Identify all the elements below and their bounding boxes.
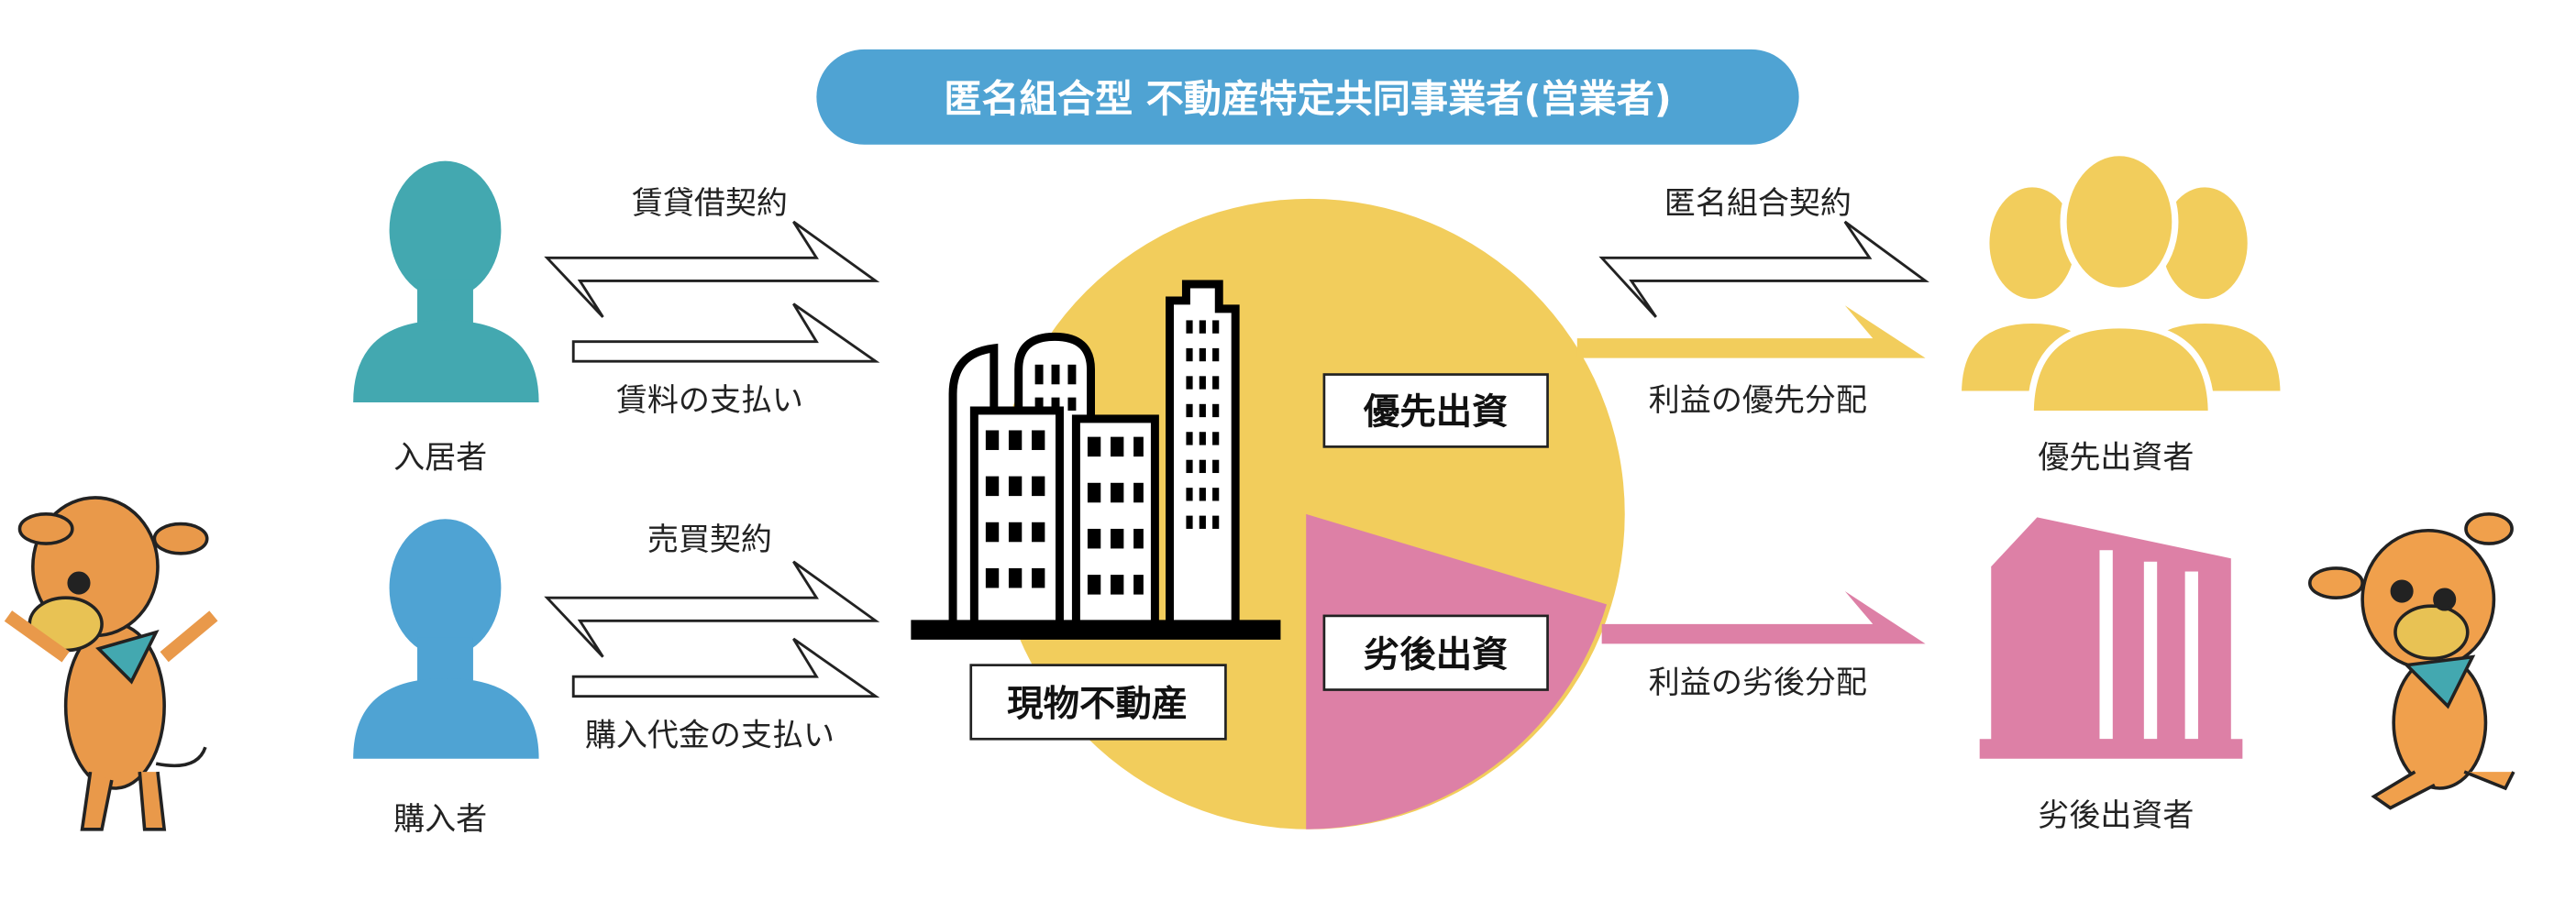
rent-payment-arrow (571, 302, 880, 363)
senior-investor-label: 優先出資者 (2038, 440, 2194, 477)
junior-investor-label: 劣後出資者 (2038, 797, 2194, 834)
junior-distribution-arrow (1601, 591, 1926, 644)
tenant-label: 入居者 (393, 440, 487, 477)
lease-contract-label: 賃貸借契約 (632, 185, 788, 222)
sale-contract-arrows (544, 560, 880, 658)
property-box: 現物不動産 (969, 664, 1227, 741)
senior-distribution-arrow (1576, 305, 1926, 358)
senior-investment-box: 優先出資 (1322, 373, 1549, 448)
senior-distribution-label: 利益の優先分配 (1649, 382, 1867, 419)
title-banner: 匿名組合型 不動産特定共同事業者(営業者) (816, 49, 1799, 145)
building-icon (911, 280, 1281, 640)
tenant-person-icon (353, 160, 539, 403)
purchase-payment-arrow (571, 637, 880, 698)
buyer-label: 購入者 (393, 801, 487, 838)
junior-investor-building-icon (1979, 517, 2243, 759)
camel-mascot-left (4, 496, 218, 831)
purchase-payment-label: 購入代金の支払い (585, 717, 835, 753)
buyer-person-icon (353, 519, 539, 759)
rent-payment-label: 賃料の支払い (616, 382, 803, 419)
tk-contract-arrows (1598, 220, 1929, 318)
junior-investment-label: 劣後出資 (1364, 633, 1509, 676)
title-text: 匿名組合型 不動産特定共同事業者(営業者) (944, 77, 1671, 121)
camel-mascot-right (2307, 512, 2515, 810)
senior-investment-label: 優先出資 (1363, 390, 1509, 433)
lease-contract-arrows (544, 220, 880, 318)
property-label: 現物不動産 (1007, 683, 1188, 725)
tk-contract-label: 匿名組合契約 (1664, 185, 1852, 222)
sale-contract-label: 売買契約 (647, 522, 772, 558)
junior-investment-box: 劣後出資 (1322, 614, 1549, 691)
senior-investors-group-icon (1954, 149, 2287, 418)
junior-distribution-label: 利益の劣後分配 (1649, 665, 1867, 701)
